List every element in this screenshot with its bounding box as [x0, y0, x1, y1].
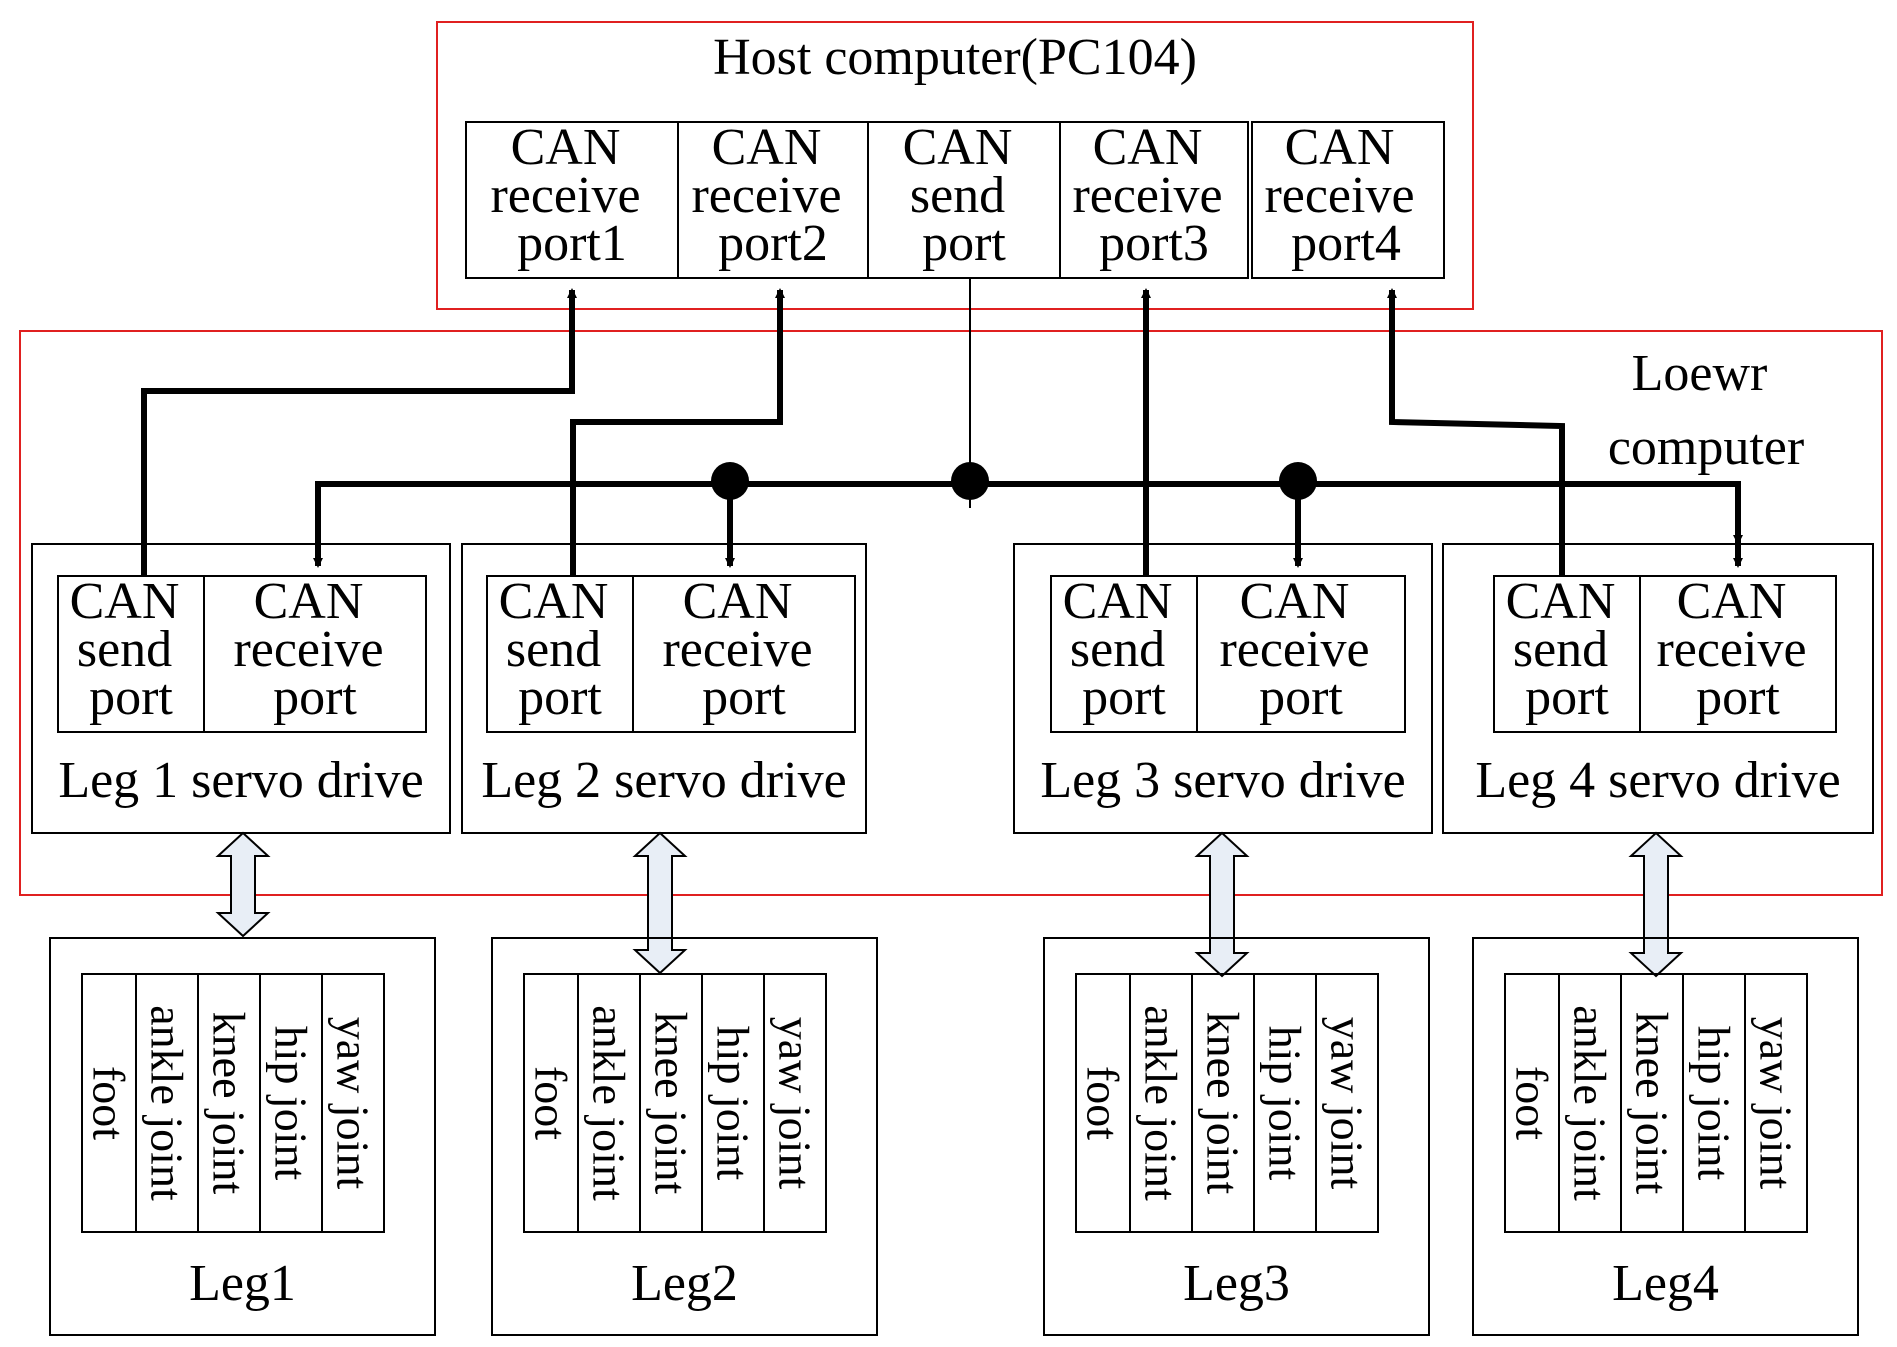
leg-4-joint-ankle-joint: ankle joint [1565, 1005, 1616, 1201]
leg-2-frame [491, 937, 878, 1336]
drive-4-receive-port [1639, 575, 1837, 733]
leg-3-joint-foot: foot [1078, 1066, 1129, 1140]
link-arrow-leg-1 [215, 831, 271, 938]
leg-1-joint-ankle-joint: ankle joint [142, 1005, 193, 1201]
bus-junction-1 [711, 462, 749, 500]
servo-drive-leg-1: CAN send port CAN receive port Leg 1 ser… [31, 543, 451, 834]
drive-leg-links [215, 831, 1684, 978]
leg-1-joint-foot: foot [84, 1066, 135, 1140]
link-arrow-leg-2 [632, 831, 688, 975]
drive-1-send-label: CAN send port [70, 573, 193, 726]
drive-4-label: Leg 4 servo drive [1475, 752, 1840, 809]
servo-drive-leg-3: CAN send port CAN receive port Leg 3 ser… [1013, 543, 1433, 834]
link-arrow-leg-4 [1628, 831, 1684, 978]
leg-4-joint-knee-joint: knee joint [1627, 1012, 1678, 1195]
leg-3-joint-ankle-joint: ankle joint [1136, 1005, 1187, 1201]
host-port-5-label: CAN receive port4 [1264, 119, 1427, 272]
lower-computer-title: Loewr computer [1608, 345, 1804, 476]
lower-computer-frame [19, 330, 1883, 896]
leg-2-joint-hip-joint: hip joint [708, 1026, 759, 1181]
drive-4-receive-label: CAN receive port [1656, 573, 1819, 726]
drive-3-label: Leg 3 servo drive [1040, 752, 1405, 809]
leg-4-frame [1472, 937, 1859, 1336]
bus-main-line [315, 481, 1743, 545]
leg-1-label: Leg1 [189, 1255, 296, 1312]
drive-3-receive-label: CAN receive port [1219, 573, 1382, 726]
leg-2-joint-yaw-joint: yaw joint [770, 1017, 821, 1190]
drive-1-receive-label: CAN receive port [233, 573, 396, 726]
bus-junction-2 [951, 462, 989, 500]
leg-1-joint-cell [321, 973, 385, 1233]
leg-3-joint-hip-joint: hip joint [1260, 1026, 1311, 1181]
can-bus-wiring [141, 278, 1743, 577]
drive-2-receive-port [632, 575, 856, 733]
host-port-1-label: CAN receive port1 [490, 119, 653, 272]
servo-drives: CAN send port CAN receive port Leg 1 ser… [31, 543, 1874, 834]
leg-2-joint-foot: foot [526, 1066, 577, 1140]
bus-junction-3 [1279, 462, 1317, 500]
servo-drive-leg-2: CAN send port CAN receive port Leg 2 ser… [461, 543, 867, 834]
link-arrow-leg-3 [1194, 831, 1250, 978]
servo-drive-leg-4: CAN send port CAN receive port Leg 4 ser… [1442, 543, 1874, 834]
drive-1-label: Leg 1 servo drive [58, 752, 423, 809]
leg-4-joint-foot: foot [1507, 1066, 1558, 1140]
drive-1-receive-port [203, 575, 427, 733]
leg-3-joint-yaw-joint: yaw joint [1322, 1017, 1373, 1190]
leg-3-joint-cell [1315, 973, 1379, 1233]
leg-2-label: Leg2 [631, 1255, 738, 1312]
host-computer-title: Host computer(PC104) [713, 29, 1197, 86]
host-port-4-label: CAN receive port3 [1072, 119, 1235, 272]
leg-1-frame [49, 937, 436, 1336]
drive-2-send-to-host-port2 [570, 288, 785, 577]
host-computer-frame [436, 21, 1474, 310]
leg-1-joint-knee-joint: knee joint [204, 1012, 255, 1195]
leg-1-joint-yaw-joint: yaw joint [328, 1017, 379, 1190]
host-port-box-5 [1251, 121, 1445, 279]
leg-4-joint-yaw-joint: yaw joint [1751, 1017, 1802, 1190]
leg-2-joint-knee-joint: knee joint [646, 1012, 697, 1195]
host-port-2-label: CAN receive port2 [691, 119, 854, 272]
drive-4-send-label: CAN send port [1506, 573, 1629, 726]
leg-2-joint-cell [763, 973, 827, 1233]
drive-4-send-to-host-port4 [1387, 288, 1565, 577]
leg-1-joint-hip-joint: hip joint [266, 1026, 317, 1181]
drive-1-send-to-host-port1 [141, 288, 577, 577]
host-ports: CAN receive port1 CAN receive port2 CAN … [465, 119, 1445, 279]
drive-2-send-label: CAN send port [499, 573, 622, 726]
leg-3-frame [1043, 937, 1430, 1336]
leg-3-joint-knee-joint: knee joint [1198, 1012, 1249, 1195]
host-port-3-label: CAN send port [903, 119, 1026, 272]
drive-3-send-label: CAN send port [1063, 573, 1186, 726]
leg-4-joint-cell [1744, 973, 1808, 1233]
leg-4-joint-hip-joint: hip joint [1689, 1026, 1740, 1181]
drive-3-receive-port [1196, 575, 1406, 733]
drive-2-receive-label: CAN receive port [662, 573, 825, 726]
leg-3-label: Leg3 [1183, 1255, 1290, 1312]
drive-2-label: Leg 2 servo drive [481, 752, 846, 809]
leg-4-label: Leg4 [1612, 1255, 1719, 1312]
leg-2-joint-ankle-joint: ankle joint [584, 1005, 635, 1201]
